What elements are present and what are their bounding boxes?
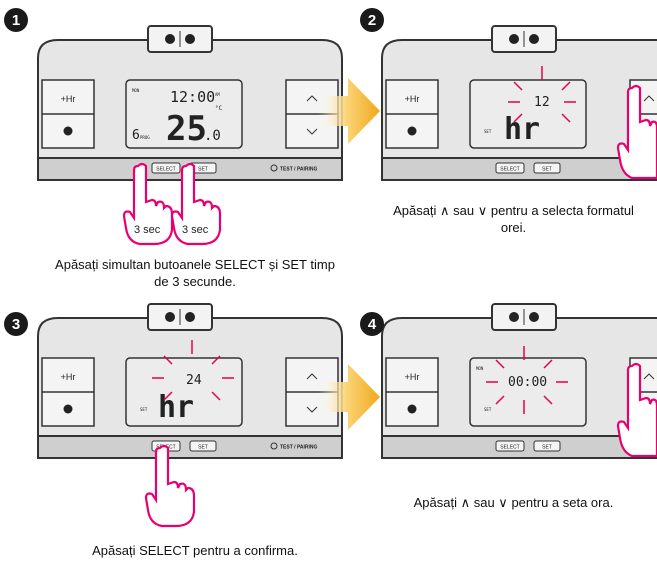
step-3-badge: 3 (4, 312, 28, 336)
arrow-step-3-4 (318, 364, 380, 430)
test-pairing-button[interactable]: TEST / PAIRING (280, 445, 318, 451)
hand-icon (616, 362, 657, 458)
svg-text:3 sec: 3 sec (134, 224, 161, 236)
step-2-badge: 2 (360, 8, 384, 32)
set-button[interactable]: SET (542, 167, 552, 173)
set-button[interactable]: SET (198, 445, 208, 451)
svg-text:MON: MON (476, 366, 484, 371)
up-arrow-icon[interactable] (306, 95, 318, 102)
svg-text:00:00: 00:00 (508, 375, 547, 390)
svg-text:12:00: 12:00 (170, 88, 215, 106)
svg-text:MON: MON (132, 88, 140, 93)
test-pairing-button[interactable]: TEST / PAIRING (280, 167, 318, 173)
thermostat-step-2: +Hr 12 hr SET SELECT SET (381, 25, 657, 181)
svg-text:AM: AM (215, 92, 220, 97)
svg-text:SET: SET (140, 407, 148, 412)
hr-button[interactable]: +Hr (61, 94, 76, 104)
arrow-step-1-2 (318, 78, 380, 144)
hand-icon-step-3 (144, 444, 196, 528)
blink-rays (508, 66, 576, 123)
svg-text:24: 24 (186, 373, 202, 388)
step-1-badge: 1 (4, 8, 28, 32)
svg-text:PROG: PROG (140, 135, 150, 140)
down-arrow-icon[interactable] (306, 406, 318, 413)
hr-button[interactable]: +Hr (61, 372, 76, 382)
step-4-caption: Apăsați ∧ sau ∨ pentru a seta ora. (413, 495, 614, 510)
hand-icons-step-1: 3 sec 3 sec (122, 162, 222, 246)
step-3-caption: Apăsați SELECT pentru a confirma. (92, 543, 298, 558)
svg-text:°C: °C (215, 105, 223, 112)
select-button[interactable]: SELECT (156, 167, 175, 173)
power-icon (63, 126, 73, 136)
blink-rays (152, 340, 234, 401)
set-button[interactable]: SET (542, 445, 552, 451)
power-icon (407, 404, 417, 414)
thermostat-step-3: +Hr 24 hr SET SELECT SET TEST / PAIRING (37, 303, 343, 459)
blink-rays (486, 346, 568, 414)
step-1-caption: Apăsați simultan butoanele SELECT și SET… (55, 257, 335, 289)
hr-button[interactable]: +Hr (405, 372, 420, 382)
svg-text:SET: SET (484, 129, 492, 134)
svg-text:25: 25 (166, 109, 207, 149)
svg-text:3 sec: 3 sec (182, 224, 209, 236)
up-arrow-icon[interactable] (306, 373, 318, 380)
svg-text:SET: SET (484, 407, 492, 412)
thermostat-step-4: +Hr MON 00:00 SET SELECT SET (381, 303, 657, 459)
step-4-badge: 4 (360, 312, 384, 336)
set-button[interactable]: SET (198, 167, 208, 173)
svg-text:hr: hr (158, 390, 194, 425)
select-button[interactable]: SELECT (500, 445, 519, 451)
hr-button[interactable]: +Hr (405, 94, 420, 104)
down-arrow-icon[interactable] (306, 128, 318, 135)
select-button[interactable]: SELECT (500, 167, 519, 173)
power-icon (63, 404, 73, 414)
power-icon (407, 126, 417, 136)
svg-text:12: 12 (534, 95, 550, 110)
svg-text:.0: .0 (204, 128, 221, 144)
step-2-caption: Apăsați ∧ sau ∨ pentru a selecta formatu… (393, 203, 634, 235)
hand-icon (616, 84, 657, 180)
svg-text:6: 6 (132, 128, 140, 143)
svg-text:hr: hr (504, 112, 540, 147)
